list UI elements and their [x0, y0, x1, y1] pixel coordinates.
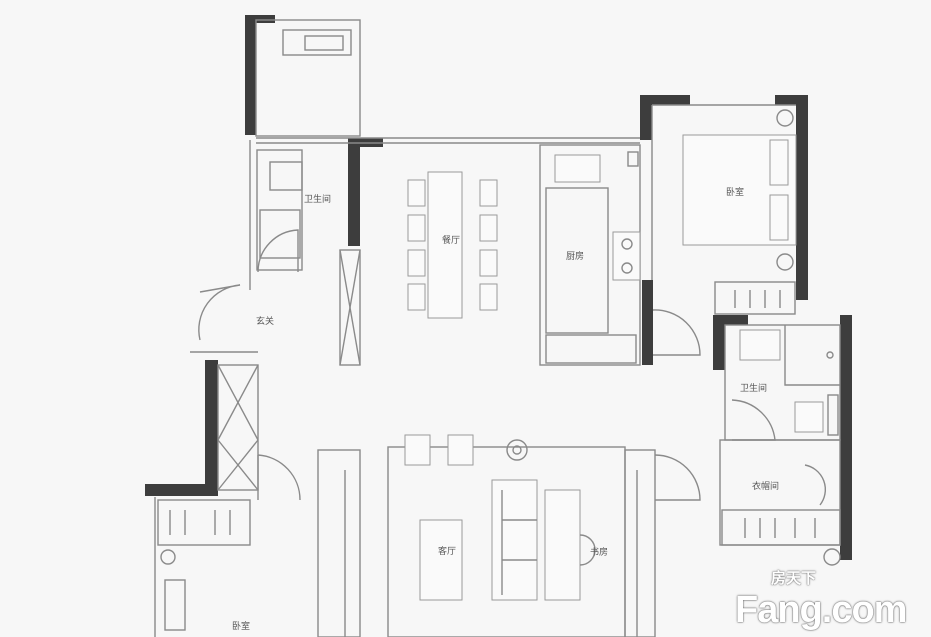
room-label-bathroom-1: 卫生间 [304, 195, 332, 205]
room-label-bedroom-2: 卧室 [232, 622, 251, 632]
room-label-bathroom-2: 卫生间 [740, 384, 768, 394]
room-label-walk-in-closet: 衣帽间 [752, 482, 780, 492]
partition-lines [154, 19, 841, 637]
room-label-bedroom-1: 卧室 [726, 188, 745, 198]
watermark-en: Fang.com [735, 589, 907, 631]
watermark-cn: 房天下 [771, 569, 817, 587]
structural-walls [145, 15, 852, 560]
room-label-dining-room: 餐厅 [442, 236, 461, 246]
fang-com-watermark: 房天下 Fang.com [735, 570, 925, 632]
room-label-entrance: 玄关 [256, 317, 275, 327]
room-label-kitchen: 厨房 [566, 252, 585, 262]
room-label-living-room: 客厅 [438, 547, 457, 557]
room-label-study: 书房 [590, 548, 609, 558]
